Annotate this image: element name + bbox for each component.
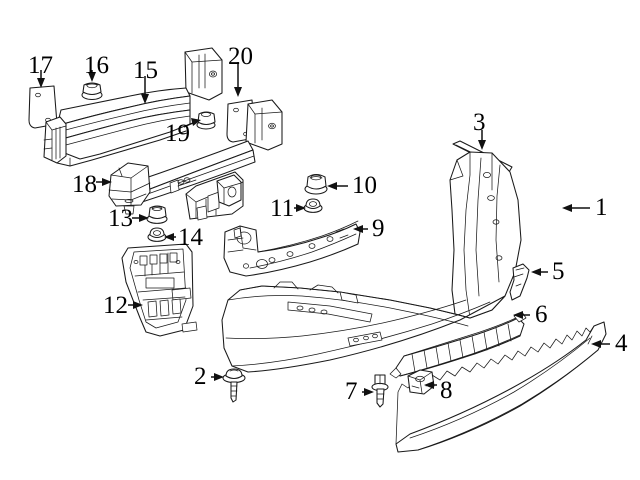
leader-2 xyxy=(211,373,224,381)
callout-label-6[interactable]: 6 xyxy=(535,301,548,328)
leader-3 xyxy=(478,130,486,150)
callout-label-7[interactable]: 7 xyxy=(345,378,358,405)
part-9-side-guide-rail-bracket xyxy=(223,220,361,277)
callout-label-11[interactable]: 11 xyxy=(270,195,295,222)
leader-13 xyxy=(132,214,149,222)
callout-label-13[interactable]: 13 xyxy=(108,205,133,232)
leader-12 xyxy=(128,301,143,309)
part-11-grommet xyxy=(303,198,323,213)
leader-17 xyxy=(37,70,45,88)
leader-18 xyxy=(96,178,112,186)
callout-label-1[interactable]: 1 xyxy=(595,194,608,221)
leader-9 xyxy=(353,225,368,233)
callout-label-8[interactable]: 8 xyxy=(440,377,453,404)
callout-label-15[interactable]: 15 xyxy=(133,57,158,84)
leader-19 xyxy=(183,118,201,128)
leader-7 xyxy=(362,388,374,396)
leader-14 xyxy=(164,233,176,241)
callout-label-17[interactable]: 17 xyxy=(28,52,53,79)
callout-label-16[interactable]: 16 xyxy=(84,52,109,79)
callout-label-19[interactable]: 19 xyxy=(165,120,190,147)
part-15-rear-impact-bar xyxy=(43,47,223,167)
part-14-cap-nut xyxy=(147,227,167,242)
callout-label-4[interactable]: 4 xyxy=(615,330,628,357)
callout-label-5[interactable]: 5 xyxy=(552,258,565,285)
callout-label-12[interactable]: 12 xyxy=(103,292,128,319)
callout-label-18[interactable]: 18 xyxy=(72,171,97,198)
leader-20 xyxy=(234,62,242,97)
leader-6 xyxy=(513,311,530,319)
part-5-side-clip-bracket xyxy=(509,263,530,301)
callout-label-3[interactable]: 3 xyxy=(473,109,486,136)
part-1-bumper-cover xyxy=(221,151,522,373)
part-tow-hitch-assembly xyxy=(127,99,283,221)
part-12-bumper-mount-bracket-left xyxy=(121,243,198,337)
part-13-hex-flange-nut xyxy=(146,205,168,224)
part-2-flange-screw xyxy=(222,368,246,403)
leader-10 xyxy=(327,182,348,190)
leader-8 xyxy=(424,381,437,389)
leader-5 xyxy=(531,268,548,276)
part-18-energy-absorber-block xyxy=(108,162,151,215)
leader-4 xyxy=(591,340,610,348)
part-7-push-pin-rivet xyxy=(371,374,389,408)
part-4-lower-valance xyxy=(395,321,607,453)
part-19-hitch-nut xyxy=(196,111,216,130)
part-16-impact-bar-nut xyxy=(81,82,103,101)
callout-label-10[interactable]: 10 xyxy=(352,172,377,199)
part-8-spring-nut-clip xyxy=(407,369,435,395)
leader-16 xyxy=(88,70,96,82)
callout-label-9[interactable]: 9 xyxy=(372,215,385,242)
callout-label-14[interactable]: 14 xyxy=(178,224,203,251)
leader-1 xyxy=(562,204,590,212)
callout-label-20[interactable]: 20 xyxy=(228,43,253,70)
callout-label-2[interactable]: 2 xyxy=(194,363,207,390)
part-10-flange-nut xyxy=(304,173,328,195)
leader-11 xyxy=(294,204,306,212)
leader-15 xyxy=(141,76,149,104)
